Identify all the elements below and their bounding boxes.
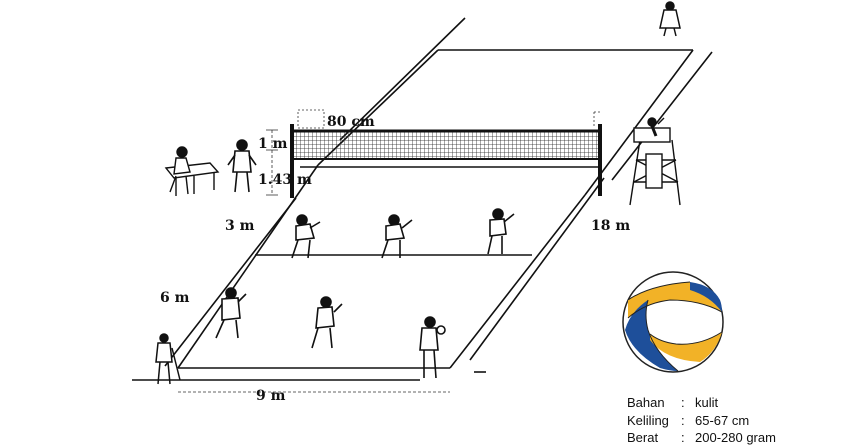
net-height-label: 1 m	[258, 136, 288, 152]
net-clearance-label: 1.43 m	[258, 172, 312, 188]
player-server	[419, 316, 446, 379]
back-zone-label: 6 m	[160, 290, 190, 306]
player-back-middle	[311, 296, 343, 349]
spec-circumference: Keliling:65-67 cm	[627, 413, 750, 428]
volleyball-net	[290, 124, 602, 198]
referee-stand	[629, 117, 681, 206]
player-back-left	[215, 287, 247, 339]
spec-value: 200-280 gram	[695, 430, 776, 445]
court-length-label: 18 m	[591, 218, 631, 234]
player-front-middle	[381, 214, 413, 259]
scorer-table	[164, 146, 220, 196]
spec-key: Berat	[627, 430, 659, 445]
spec-weight: Berat:200-280 gram	[627, 430, 776, 445]
spec-value: 65-67 cm	[695, 413, 750, 428]
spec-value: kulit	[695, 395, 719, 410]
spec-key: Keliling	[627, 413, 669, 428]
spec-material: Bahan:kulit	[627, 395, 719, 410]
court-width-label: 9 m	[256, 388, 286, 404]
line-judge-far	[659, 1, 681, 37]
player-front-right	[487, 208, 515, 255]
volleyball-ball	[622, 271, 724, 373]
attack-zone-label: 3 m	[225, 218, 255, 234]
net-width-label: 80 cm	[327, 114, 375, 130]
small-ball	[436, 325, 446, 335]
spec-key: Bahan	[627, 395, 665, 410]
line-judge-near	[155, 333, 181, 385]
player-front-left	[291, 214, 321, 259]
court-lines	[132, 17, 713, 381]
dimension-guides	[178, 109, 600, 393]
second-referee	[227, 139, 257, 193]
